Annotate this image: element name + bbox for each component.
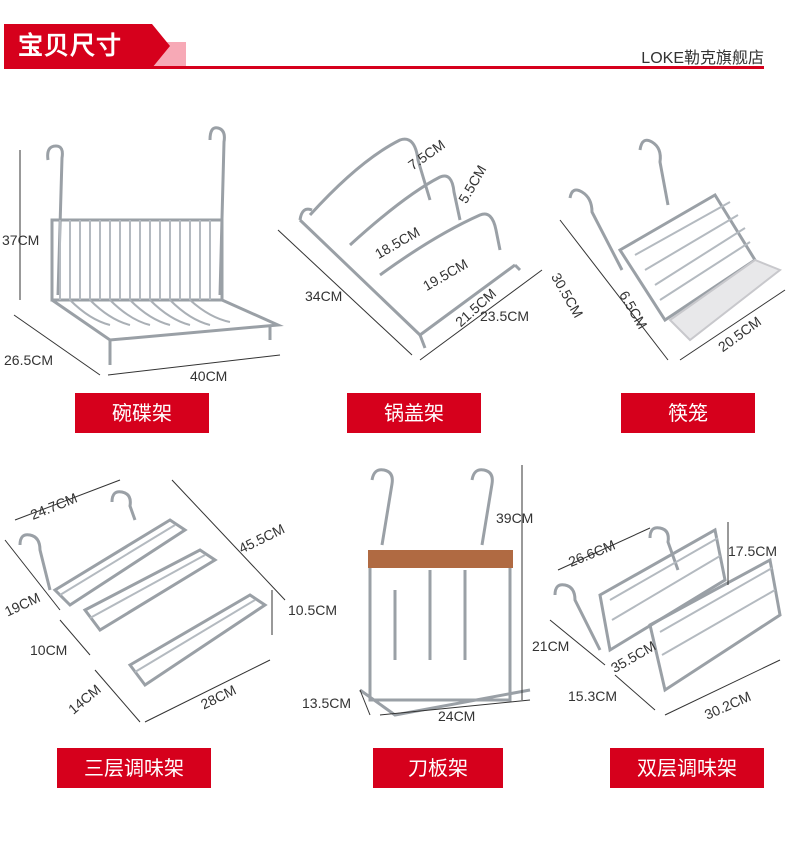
product-label: 筷笼	[621, 393, 755, 433]
section-title: 宝贝尺寸	[4, 24, 152, 68]
product-label: 刀板架	[373, 748, 503, 788]
product-lid-rack: 7.5CM 5.5CM 18.5CM 34CM 19.5CM 21.5CM 23…	[270, 120, 543, 390]
product-label: 锅盖架	[347, 393, 481, 433]
three-tier-rack-image	[4, 479, 286, 723]
dim-label: 21CM	[532, 638, 570, 654]
product-label: 三层调味架	[57, 748, 211, 788]
store-name: LOKE勒克旗舰店	[641, 50, 764, 67]
dim-label: 40CM	[190, 368, 228, 384]
chopstick-cage-image	[559, 138, 786, 361]
product-three-tier-rack: 24.7CM 45.5CM 19CM 10.5CM 10.5CM 10CM 14…	[0, 460, 300, 740]
dish-rack-image	[13, 126, 284, 376]
dim-label: 26.5CM	[4, 352, 54, 368]
section-title-tip	[152, 24, 170, 68]
dim-label: 15.3CM	[568, 688, 618, 704]
lid-rack-image	[277, 137, 543, 361]
dim-label: 10.5CM	[288, 602, 338, 618]
dim-label: 23.5CM	[480, 308, 530, 324]
dim-label: 10CM	[30, 642, 68, 658]
dim-label: 17.5CM	[728, 543, 778, 559]
dim-label: 34CM	[305, 288, 343, 304]
knife-board-rack-image	[359, 465, 531, 717]
product-chopstick-cage: 30.5CM 6.5CM 20.5CM	[540, 120, 790, 390]
page-header: 宝贝尺寸 LOKE勒克旗舰店	[0, 0, 790, 75]
product-dish-rack: 37CM 26.5CM 40CM	[0, 120, 284, 390]
dim-label: 24CM	[438, 708, 476, 724]
dim-label: 37CM	[2, 232, 40, 248]
product-label: 双层调味架	[610, 748, 764, 788]
product-two-tier-rack: 26.6CM 17.5CM 21CM 35.5CM 15.3CM 30.2CM	[532, 460, 790, 740]
header-divider	[4, 66, 764, 69]
product-knife-board-rack: 39CM 13.5CM 24CM	[300, 460, 550, 740]
dim-label: 13.5CM	[302, 695, 352, 711]
dim-label: 39CM	[496, 510, 534, 526]
product-label: 碗碟架	[75, 393, 209, 433]
two-tier-rack-image	[549, 522, 782, 716]
